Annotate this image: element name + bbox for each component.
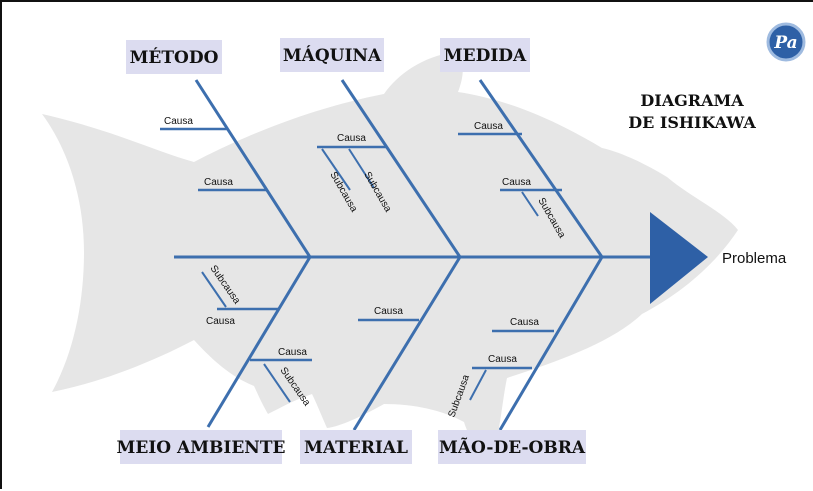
category-label-meio-ambiente: MEIO AMBIENTE	[117, 438, 286, 458]
cause-label-metodo-1: Causa	[164, 116, 193, 127]
cause-label-meio-ambiente-1: Causa	[206, 316, 235, 327]
category-label-mao-de-obra: MÃO-DE-OBRA	[439, 436, 586, 458]
twig-maquina-1	[321, 148, 351, 191]
cause-label-material-1: Causa	[374, 306, 403, 317]
label-box-medida	[440, 38, 530, 72]
bone-medida	[478, 79, 604, 258]
cause-label-mao-de-obra-2: Causa	[488, 354, 517, 365]
cause-label-medida-1: Causa	[474, 121, 503, 132]
category-label-metodo: MÉTODO	[130, 47, 219, 68]
fish-silhouette	[42, 52, 738, 457]
label-box-maquina	[280, 38, 384, 72]
problem-arrow	[650, 212, 708, 304]
twig-maquina-2	[348, 148, 375, 189]
diagram-title-line2: DE ISHIKAWA	[628, 113, 756, 132]
bone-maquina	[340, 79, 462, 258]
problem-label: Problema	[722, 250, 787, 267]
twig-mao-de-obra-1	[469, 369, 487, 401]
cause-label-mao-de-obra-1: Causa	[510, 317, 539, 328]
cause-label-maquina-1: Causa	[337, 133, 366, 144]
category-label-material: MATERIAL	[304, 438, 408, 458]
diagram-title-line1: DIAGRAMA	[640, 91, 744, 110]
twig-meio-ambiente-2	[263, 363, 291, 403]
label-box-metodo	[126, 40, 222, 74]
logo-badge	[766, 22, 806, 62]
cause-label-meio-ambiente-2: Causa	[278, 347, 307, 358]
cause-label-metodo-2: Causa	[204, 177, 233, 188]
bone-material	[352, 256, 462, 431]
category-label-medida: MEDIDA	[444, 46, 527, 66]
label-box-material	[300, 430, 412, 464]
bone-meio-ambiente	[206, 256, 312, 428]
twig-meio-ambiente-1	[201, 271, 227, 308]
logo-text: Pa	[773, 33, 797, 53]
category-label-maquina: MÁQUINA	[283, 45, 382, 66]
label-box-mao-de-obra	[438, 430, 586, 464]
twig-medida-1	[521, 191, 539, 217]
label-box-meio-ambiente	[120, 430, 282, 464]
cause-label-medida-2: Causa	[502, 177, 531, 188]
bone-mao-de-obra	[498, 256, 604, 431]
bone-metodo	[194, 79, 312, 258]
